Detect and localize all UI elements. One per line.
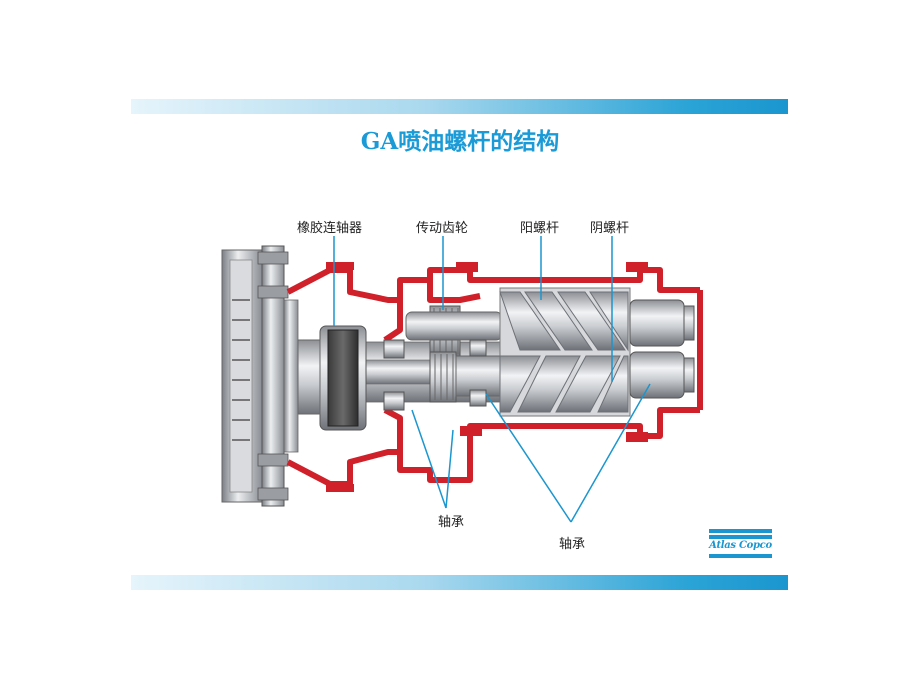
rotors	[499, 287, 631, 417]
logo-stripe-top	[709, 529, 772, 533]
rubber-coupling	[297, 325, 367, 431]
leader-lines	[333, 236, 651, 523]
label-female-rotor: 阴螺杆	[590, 221, 630, 236]
label-coupling: 橡胶连轴器	[297, 221, 363, 236]
label-bearing-left: 轴承	[438, 515, 465, 530]
logo-text: Atlas Copco	[709, 540, 772, 551]
female-rotor-shaft	[455, 355, 503, 397]
motor-housing	[221, 245, 299, 507]
label-male-rotor: 阳螺杆	[520, 221, 560, 236]
left-bearings	[383, 339, 487, 411]
right-bearings	[629, 299, 695, 399]
label-drive-gear: 传动齿轮	[416, 221, 469, 236]
male-rotor-shaft	[405, 311, 503, 341]
logo-stripe-bottom	[709, 554, 772, 558]
casing-flanges	[326, 262, 648, 492]
drive-gear-small	[429, 351, 457, 403]
page-title: GA喷油螺杆的结构	[360, 128, 560, 155]
label-bearing-right: 轴承	[559, 537, 586, 552]
top-band	[131, 99, 788, 114]
logo-stripe-top2	[709, 535, 772, 539]
bottom-band	[131, 575, 788, 590]
atlas-copco-logo: Atlas Copco	[709, 529, 772, 560]
casing	[286, 267, 703, 487]
